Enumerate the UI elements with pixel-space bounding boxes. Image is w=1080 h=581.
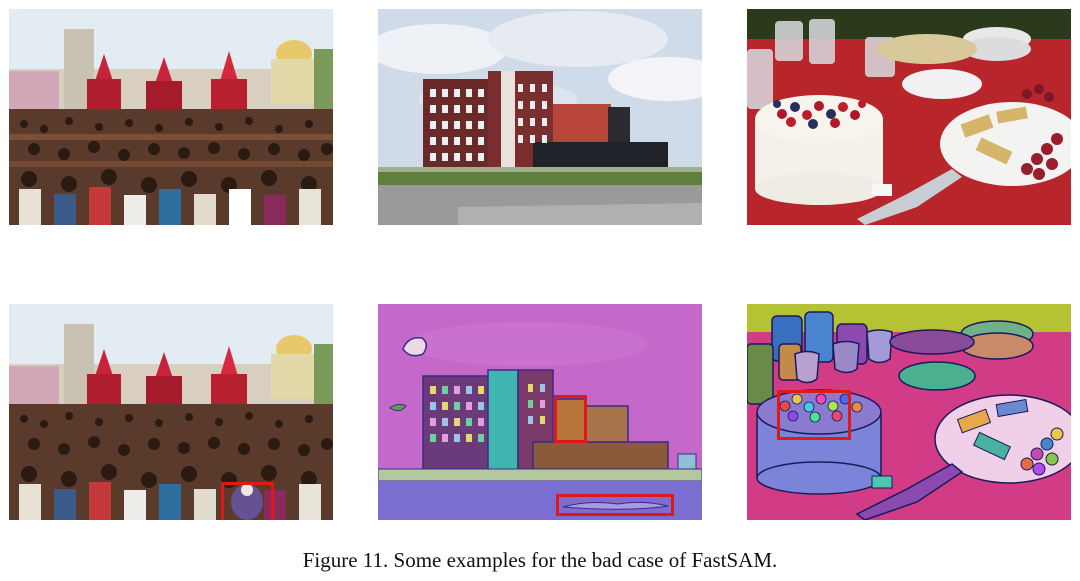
dessert-photo-original — [747, 9, 1071, 225]
crowd-photo-original — [9, 9, 333, 225]
figure-caption: Figure 11. Some examples for the bad cas… — [302, 548, 778, 572]
crowd-image — [9, 9, 333, 225]
failure-highlight-box — [221, 482, 274, 520]
crowd-segmentation-image — [9, 304, 333, 520]
building-image — [378, 9, 702, 225]
dessert-image — [747, 9, 1071, 225]
failure-highlight-box — [556, 494, 674, 516]
failure-highlight-box — [777, 390, 851, 440]
building-photo-original — [378, 9, 702, 225]
dessert-photo-segmented — [747, 304, 1071, 520]
building-photo-segmented — [378, 304, 702, 520]
failure-highlight-box — [554, 395, 587, 443]
building-segmentation-image — [378, 304, 702, 520]
dessert-segmentation-image — [747, 304, 1071, 520]
crowd-photo-segmented — [9, 304, 333, 520]
